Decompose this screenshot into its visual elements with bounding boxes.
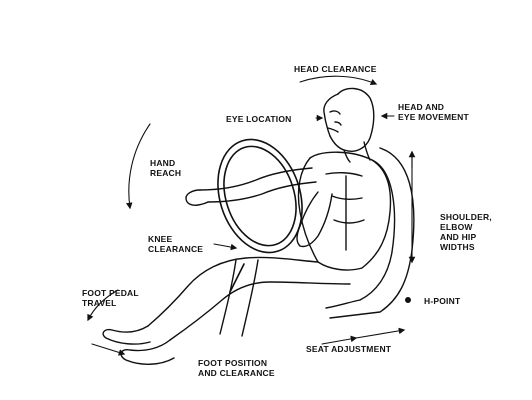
- foot-position-line-1: FOOT POSITION: [198, 358, 268, 368]
- seat-outline: [325, 147, 415, 319]
- driver-head: [323, 87, 375, 163]
- shoulder-widths-line-2: ELBOW: [440, 222, 473, 232]
- eye-location-label: EYE LOCATION: [226, 114, 292, 124]
- foot-position-line-2: AND CLEARANCE: [198, 368, 275, 378]
- seat-adjustment-label: SEAT ADJUSTMENT: [306, 344, 392, 354]
- shoulder-widths-line-4: WIDTHS: [440, 242, 475, 252]
- measurement-arrows: [87, 75, 416, 356]
- h-point-label: H-POINT: [424, 296, 461, 306]
- foot-pedal-travel-label: FOOT PEDAL TRAVEL: [82, 288, 139, 308]
- head-eye-movement-label: HEAD AND EYE MOVEMENT: [398, 102, 469, 122]
- driver-arms: [185, 167, 333, 248]
- hand-reach-line-2: REACH: [150, 168, 182, 178]
- driver-torso: [297, 151, 392, 271]
- hand-reach-line-1: HAND: [150, 158, 176, 168]
- head-clearance-label: HEAD CLEARANCE: [294, 64, 377, 74]
- knee-clearance-label: KNEE CLEARANCE: [148, 234, 203, 254]
- driver-legs: [102, 256, 351, 365]
- foot-pedal-travel-line-1: FOOT PEDAL: [82, 288, 139, 298]
- shoulder-widths-line-1: SHOULDER,: [440, 212, 492, 222]
- shoulder-widths-line-3: AND HIP: [440, 232, 477, 242]
- foot-position-label: FOOT POSITION AND CLEARANCE: [198, 358, 275, 378]
- shoulder-widths-label: SHOULDER, ELBOW AND HIP WIDTHS: [440, 212, 492, 252]
- knee-clearance-line-1: KNEE: [148, 234, 173, 244]
- knee-clearance-line-2: CLEARANCE: [148, 244, 204, 254]
- head-eye-movement-line-1: HEAD AND: [398, 102, 445, 112]
- h-point-marker: [405, 297, 411, 303]
- hand-reach-label: HAND REACH: [150, 158, 181, 178]
- foot-pedal-travel-line-2: TRAVEL: [82, 298, 117, 308]
- steering-wheel: [217, 138, 303, 293]
- head-eye-movement-line-2: EYE MOVEMENT: [398, 112, 469, 122]
